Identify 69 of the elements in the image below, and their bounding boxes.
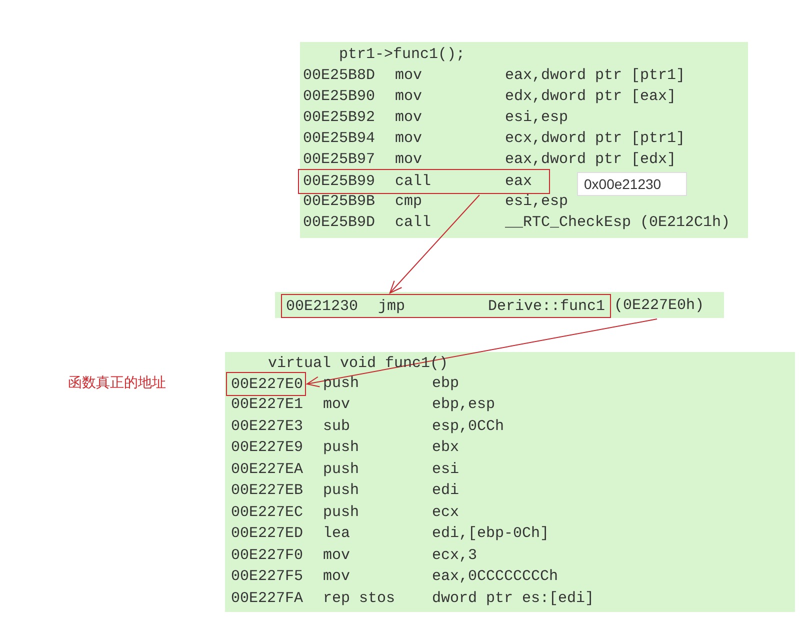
instruction: mov (323, 395, 350, 415)
operand: ecx (432, 502, 460, 522)
instruction: mov (323, 567, 350, 587)
code-address: 00E25B8D (303, 66, 376, 86)
instruction: cmp (395, 192, 422, 212)
instruction: push (323, 502, 360, 522)
instruction: push (323, 438, 360, 458)
instruction: push (323, 481, 360, 501)
operand: esi,esp (505, 108, 568, 128)
instruction: jmp (378, 297, 406, 317)
operand: eax (505, 172, 532, 192)
instruction: rep stos (323, 588, 396, 608)
instruction: mov (395, 87, 422, 107)
code-address: 00E227E1 (231, 395, 304, 415)
instruction: mov (395, 66, 422, 86)
instruction: mov (395, 150, 422, 170)
operand: eax,0CCCCCCCCh (432, 567, 558, 587)
code-address: 00E227FA (231, 588, 304, 608)
operand: edi,[ebp-0Ch] (432, 524, 550, 544)
code-address: 00E25B97 (303, 150, 376, 170)
code-address: 00E227EA (231, 460, 304, 480)
instruction: mov (395, 129, 422, 149)
annotation-text: 函数真正的地址 (68, 374, 166, 393)
code-address: 00E227E3 (231, 416, 304, 436)
instruction: lea (323, 524, 350, 544)
operand: ebp,esp (432, 395, 496, 415)
code-address: 00E227E9 (231, 438, 304, 458)
code-address: 00E25B92 (303, 108, 376, 128)
code-address: 00E25B94 (303, 129, 376, 149)
target-address: (0E227E0h) (612, 294, 712, 318)
code-address: 00E25B99 (303, 172, 376, 192)
operand: dword ptr es:[edi] (432, 588, 594, 608)
operand: __RTC_CheckEsp (0E212C1h) (505, 213, 730, 233)
code-address: 00E227EC (231, 502, 304, 522)
instruction: sub (323, 416, 350, 436)
operand: eax,dword ptr [ptr1] (505, 66, 686, 86)
code-address: 00E227ED (231, 524, 304, 544)
code-address: 00E227F5 (231, 567, 304, 587)
operand: ebp (432, 374, 460, 394)
operand: esi,esp (505, 192, 568, 212)
operand: edx,dword ptr [eax] (505, 87, 676, 107)
highlight-box (281, 294, 611, 318)
instruction: push (323, 460, 360, 480)
code-address: 00E227E0 (231, 375, 304, 395)
instruction: push (323, 374, 360, 394)
operand: eax,dword ptr [edx] (505, 150, 676, 170)
operand: Derive::func1 (488, 297, 606, 317)
code-address: 00E21230 (286, 297, 358, 317)
arrow (306, 318, 658, 388)
highlight-box (298, 169, 550, 194)
code-address: 00E25B9B (303, 192, 376, 212)
operand: ebx (432, 438, 460, 458)
operand: esp,0CCh (432, 416, 504, 436)
operand: esi (432, 460, 460, 480)
code-address: 00E25B9D (303, 213, 376, 233)
source-line: ptr1->func1(); (339, 45, 466, 65)
operand: ecx,dword ptr [ptr1] (505, 129, 686, 149)
operand: ecx,3 (432, 546, 478, 566)
instruction: call (395, 172, 432, 192)
code-address: 00E227F0 (231, 546, 304, 566)
code-address: 00E25B90 (303, 87, 376, 107)
instruction: mov (323, 546, 350, 566)
operand: edi (432, 481, 460, 501)
instruction: call (395, 213, 432, 233)
tooltip: 0x00e21230 (577, 172, 687, 196)
arrow (389, 194, 480, 294)
instruction: mov (395, 108, 422, 128)
highlight-box (226, 372, 306, 396)
code-address: 00E227EB (231, 481, 304, 501)
